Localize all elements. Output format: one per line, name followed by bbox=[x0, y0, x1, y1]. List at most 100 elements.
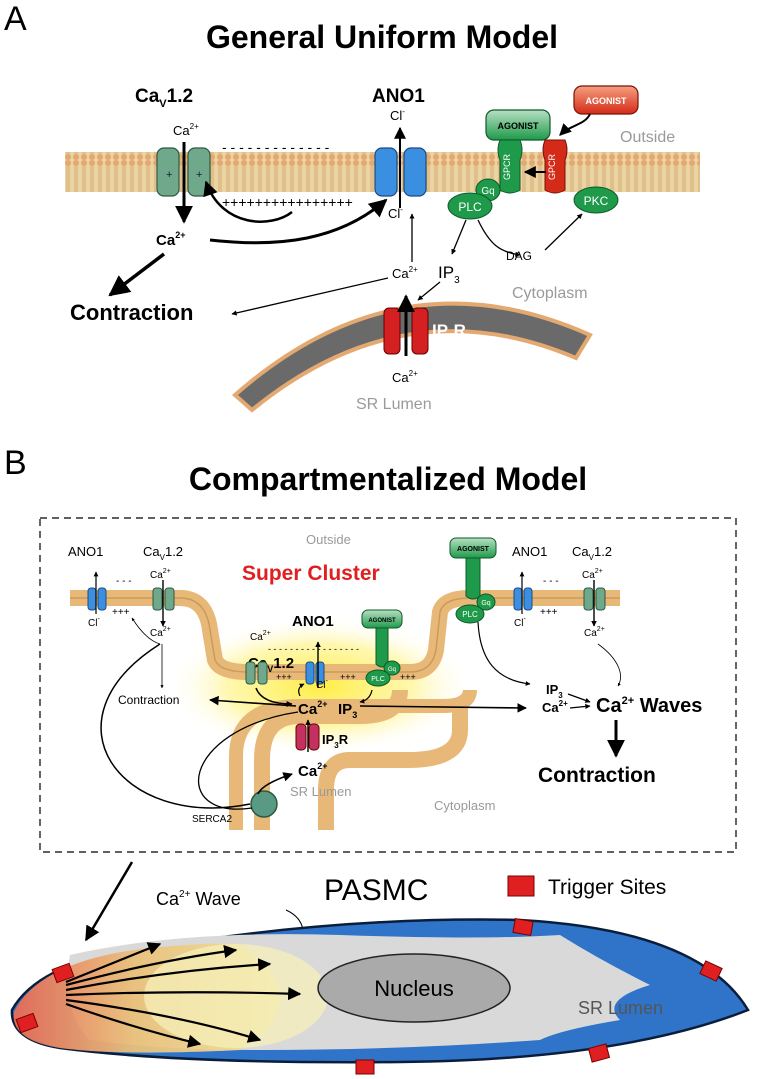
contraction-big-b: Contraction bbox=[538, 764, 656, 787]
ip3-center-b: IP3 bbox=[338, 701, 357, 720]
ca-center-b: Ca2+ bbox=[298, 699, 327, 718]
svg-text:AGONIST: AGONIST bbox=[497, 121, 539, 131]
cl-left-b: Cl- bbox=[88, 616, 100, 629]
ca-left-bottom-b: Ca2+ bbox=[150, 626, 171, 639]
svg-text:Gq: Gq bbox=[481, 186, 494, 197]
ca-right-top-b: Ca2+ bbox=[582, 568, 603, 581]
ca-left-top-b: Ca2+ bbox=[150, 568, 171, 581]
svg-text:Cl-: Cl- bbox=[316, 678, 328, 691]
ip3-ip3r-arrow-a bbox=[417, 281, 441, 301]
positive-charges-a: ++++++++++++++++ bbox=[222, 194, 353, 210]
ip3-label-a: IP3 bbox=[438, 263, 460, 286]
serca-label: SERCA2 bbox=[192, 814, 232, 825]
panel-b-letter: B bbox=[4, 444, 27, 482]
svg-text:PKC: PKC bbox=[584, 194, 609, 208]
pkc-enzyme-a: PKC bbox=[573, 186, 619, 214]
svg-text:Gq: Gq bbox=[481, 600, 490, 607]
dag-pkc-arrow-a bbox=[544, 213, 583, 251]
ca-wave-label: Ca2+ Wave bbox=[156, 889, 241, 909]
ca-sr-b: Ca2+ bbox=[298, 761, 327, 780]
svg-text:+++: +++ bbox=[276, 672, 292, 682]
ca-right-b: Ca2+ bbox=[542, 699, 568, 715]
sr-lumen-label-cell: SR Lumen bbox=[578, 998, 663, 1018]
svg-text:GPCR: GPCR bbox=[502, 153, 512, 180]
panel-b-title: Compartmentalized Model bbox=[189, 461, 587, 497]
cl-ion-a-top: Cl- bbox=[390, 107, 405, 123]
ip3r-channel-b bbox=[295, 723, 320, 751]
plc-ip3-arrow-a bbox=[451, 219, 467, 255]
cav-label-a: CaV1.2 bbox=[135, 86, 193, 110]
panel-a-title: General Uniform Model bbox=[206, 19, 558, 55]
svg-text:+: + bbox=[166, 169, 172, 181]
ano1-center-label-b: ANO1 bbox=[292, 613, 334, 630]
svg-text:PLC: PLC bbox=[462, 610, 478, 619]
zoom-arrow bbox=[84, 861, 134, 942]
plc-dag-arrow-a bbox=[477, 219, 521, 257]
ca-ion-sr-a: Ca2+ bbox=[392, 369, 418, 385]
svg-text:PLC: PLC bbox=[458, 200, 482, 214]
plc-enzyme-a: PLC bbox=[447, 192, 493, 220]
cytoplasm-label-a: Cytoplasm bbox=[512, 285, 588, 302]
agonist-binding-arrow-a bbox=[559, 113, 591, 136]
panel-a-letter: A bbox=[4, 0, 27, 38]
svg-text:PLC: PLC bbox=[371, 676, 385, 683]
cav-right-label-b: CaV1.2 bbox=[572, 544, 612, 562]
agonist-red-a: AGONIST bbox=[573, 85, 639, 115]
contraction-small-b: Contraction bbox=[118, 693, 179, 707]
ca-ion-cyto-a: Ca2+ bbox=[392, 265, 418, 281]
cav-channel-a: + + bbox=[156, 147, 211, 197]
trigger-legend-swatch bbox=[507, 875, 535, 897]
agonist-green-a: AGONIST bbox=[485, 109, 551, 141]
sr-lumen-label-a: SR Lumen bbox=[356, 396, 432, 413]
agonist-center-b: AGONIST Gq PLC bbox=[361, 609, 403, 687]
sr-membrane-a bbox=[231, 301, 593, 413]
outside-label-a: Outside bbox=[620, 129, 675, 146]
agonist-right-b: AGONIST Gq PLC bbox=[449, 537, 497, 624]
gpcr-green-a: GPCR bbox=[497, 139, 523, 194]
ip3r-label-b: IP3R bbox=[322, 732, 349, 750]
super-cluster-label: Super Cluster bbox=[242, 562, 380, 585]
nucleus bbox=[317, 953, 511, 1023]
cav-right-channel-b bbox=[583, 587, 606, 611]
svg-text:GPCR: GPCR bbox=[547, 153, 557, 180]
cl-right-b: Cl- bbox=[514, 616, 526, 629]
svg-text:+++: +++ bbox=[540, 607, 558, 618]
svg-text:+++: +++ bbox=[400, 672, 416, 682]
svg-text:AGONIST: AGONIST bbox=[368, 618, 396, 624]
svg-text:+: + bbox=[196, 169, 202, 181]
ca-contraction-arrow-a2 bbox=[231, 277, 389, 316]
cav-left-channel-b bbox=[152, 587, 175, 611]
sr-membrane-b-right bbox=[318, 700, 468, 830]
plus-left-b: +++ bbox=[112, 607, 130, 618]
svg-text:Ca2+: Ca2+ bbox=[250, 630, 271, 643]
cav-left-label-b: CaV1.2 bbox=[143, 544, 183, 562]
depolarization-arrow-a bbox=[203, 180, 293, 223]
ca-ion-a-top: Ca2+ bbox=[173, 122, 199, 138]
ca-right-bottom-b: Ca2+ bbox=[584, 626, 605, 639]
ip3r-label-a: IP3R bbox=[432, 321, 466, 344]
dashes-left-b: - - - bbox=[116, 576, 132, 587]
svg-text:- - - - - - - - - - - - - - -: - - - - - - - - - - - - - - - - - bbox=[268, 644, 359, 654]
svg-text:- - -: - - - bbox=[543, 576, 559, 587]
svg-text:+++: +++ bbox=[340, 672, 356, 682]
ano1-left-label-b: ANO1 bbox=[68, 544, 103, 559]
nucleus-label: Nucleus bbox=[374, 976, 453, 1001]
wave-arrows bbox=[65, 942, 302, 1048]
sr-lumen-label-b: SR Lumen bbox=[290, 784, 351, 799]
ano1-label-a: ANO1 bbox=[372, 86, 425, 107]
cytoplasm-label-b: Cytoplasm bbox=[434, 798, 495, 813]
dag-label-a: DAG bbox=[506, 249, 532, 263]
negative-charges-a: - - - - - - - - - - - - - bbox=[222, 139, 330, 155]
cav-center-channel-b bbox=[245, 661, 268, 685]
serca-pump bbox=[250, 790, 278, 818]
ip3r-channel-a bbox=[383, 307, 429, 355]
svg-text:AGONIST: AGONIST bbox=[585, 96, 627, 106]
outside-label-b: Outside bbox=[306, 532, 351, 547]
ip3-right-b: IP3 bbox=[546, 682, 563, 700]
gpcr-red-a: GPCR bbox=[542, 139, 568, 194]
svg-text:Gq: Gq bbox=[388, 667, 396, 673]
ca-activates-ano1-arrow-a bbox=[209, 198, 388, 245]
panel-b-frame bbox=[39, 517, 737, 853]
ca-waves-label: Ca2+ Waves bbox=[596, 695, 702, 717]
ano1-right-label-b: ANO1 bbox=[512, 544, 547, 559]
